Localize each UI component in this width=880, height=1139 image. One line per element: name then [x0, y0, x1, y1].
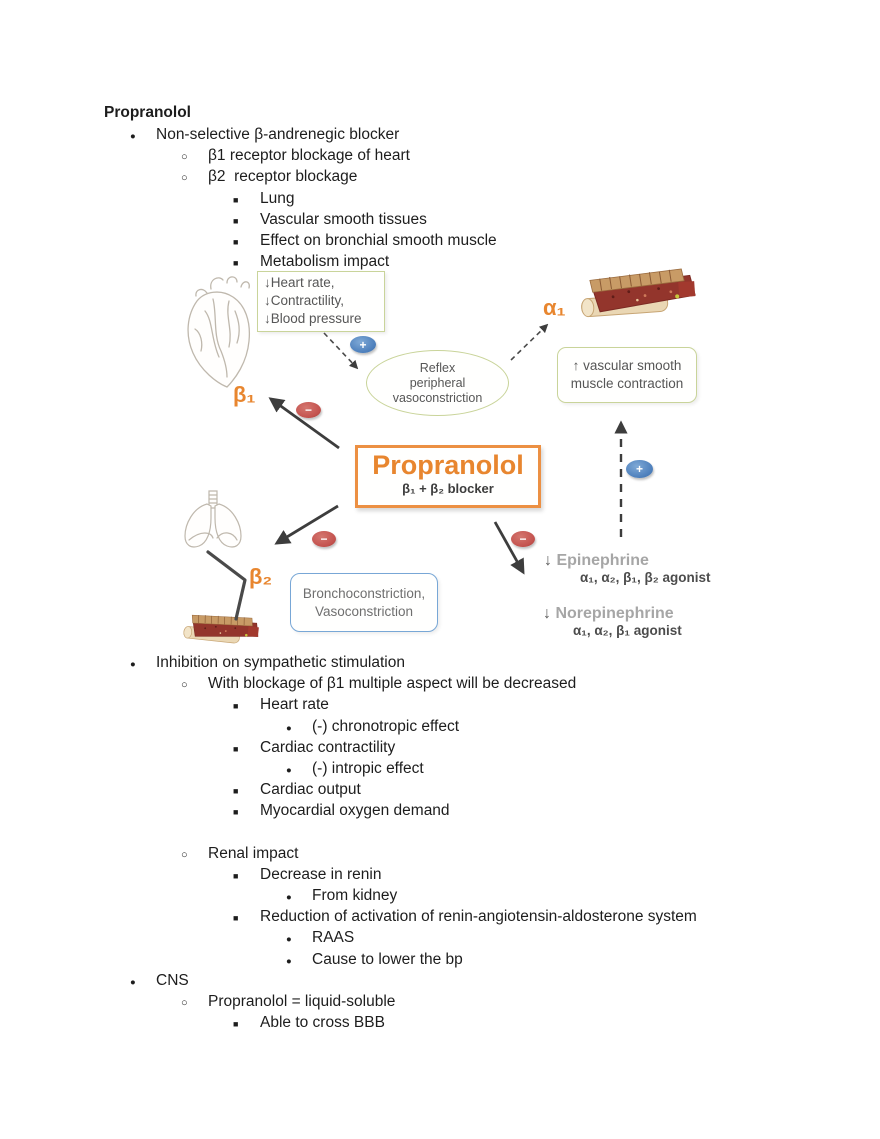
down-arrow-icon: ↓	[544, 552, 557, 569]
blank-line	[0, 824, 880, 845]
bronchoconstriction-box: Bronchoconstriction, Vasoconstriction	[290, 573, 438, 632]
diagram-arrows	[206, 323, 628, 621]
bullet-line: Able to cross BBB	[0, 1014, 880, 1035]
bullet-line: β2 receptor blockage	[0, 168, 880, 189]
bullet-line: RAAS	[0, 929, 880, 950]
down-arrow-icon: ↓	[543, 605, 556, 622]
bullet-line: Myocardial oxygen demand	[0, 802, 880, 823]
bullet-line: Heart rate	[0, 696, 880, 717]
alpha1-label: α₁	[543, 295, 566, 320]
bullet-line: CNS	[0, 972, 880, 993]
beta1-label: β₁	[233, 382, 256, 407]
reflex-vasoconstriction-ellipse: Reflex peripheral vasoconstriction	[366, 350, 509, 416]
heart-illustration	[187, 276, 251, 388]
propranolol-mechanism-diagram: ↓Heart rate, ↓Contractility, ↓Blood pres…	[183, 265, 711, 650]
dashed-arrow-effects-to-reflex	[323, 332, 359, 370]
dashed-arrow-reflex-to-alpha1	[510, 323, 549, 361]
vascular-contraction-box: ↑ vascular smooth muscle contraction	[557, 347, 697, 403]
bullet-line: Reduction of activation of renin-angiote…	[0, 908, 880, 929]
bullet-line: Non-selective β-andrenegic blocker	[0, 126, 880, 147]
bullet-line: Metabolism impact	[0, 253, 880, 274]
minus-badge: −	[511, 531, 535, 547]
bullet-line: Lung	[0, 190, 880, 211]
page-title: Propranolol	[104, 104, 191, 121]
arrow-propranolol-to-lungs	[274, 504, 339, 545]
minus-badge: −	[296, 402, 321, 418]
minus-badge: −	[312, 531, 336, 547]
notes-pre-diagram: Non-selective β-andrenegic blocker β1 re…	[0, 126, 880, 275]
artery-illustration-top	[581, 268, 696, 318]
arrow-propranolol-to-beta1	[268, 397, 340, 450]
bullet-line: Cardiac output	[0, 781, 880, 802]
bullet-line: (-) chronotropic effect	[0, 718, 880, 739]
lungs-illustration	[184, 490, 242, 548]
propranolol-box-title: Propranolol	[372, 450, 524, 480]
notes-post-diagram: Inhibition on sympathetic stimulation Wi…	[0, 654, 880, 1036]
bullet-line: (-) intropic effect	[0, 760, 880, 781]
bullet-line: Renal impact	[0, 845, 880, 866]
norepinephrine-label: ↓ Norepinephrine α₁, α₂, β₁ agonist	[543, 605, 682, 638]
bullet-line: Cardiac contractility	[0, 739, 880, 760]
bullet-line: Vascular smooth tissues	[0, 211, 880, 232]
propranolol-box: Propranolol β₁ + β₂ blocker	[355, 445, 541, 508]
connector-lungs-vessel	[206, 550, 247, 621]
epinephrine-label: ↓ Epinephrine α₁, α₂, β₁, β₂ agonist	[544, 552, 711, 585]
norepinephrine-agonist-label: α₁, α₂, β₁ agonist	[573, 623, 682, 638]
beta2-label: β₂	[249, 564, 273, 589]
bullet-line: With blockage of β1 multiple aspect will…	[0, 675, 880, 696]
plus-badge: +	[350, 336, 376, 353]
bullet-line: Inhibition on sympathetic stimulation	[0, 654, 880, 675]
epinephrine-agonist-label: α₁, α₂, β₁, β₂ agonist	[580, 570, 711, 585]
plus-badge: +	[626, 460, 653, 478]
propranolol-box-subtitle: β₁ + β₂ blocker	[402, 481, 494, 496]
bullet-line: Cause to lower the bp	[0, 951, 880, 972]
bullet-line: Effect on bronchial smooth muscle	[0, 232, 880, 253]
bullet-line: β1 receptor blockage of heart	[0, 147, 880, 168]
bullet-line: From kidney	[0, 887, 880, 908]
bullet-line: Propranolol = liquid-soluble	[0, 993, 880, 1014]
bullet-line: Decrease in renin	[0, 866, 880, 887]
effects-box: ↓Heart rate, ↓Contractility, ↓Blood pres…	[257, 271, 385, 332]
arrow-propranolol-to-hormones	[493, 521, 525, 575]
